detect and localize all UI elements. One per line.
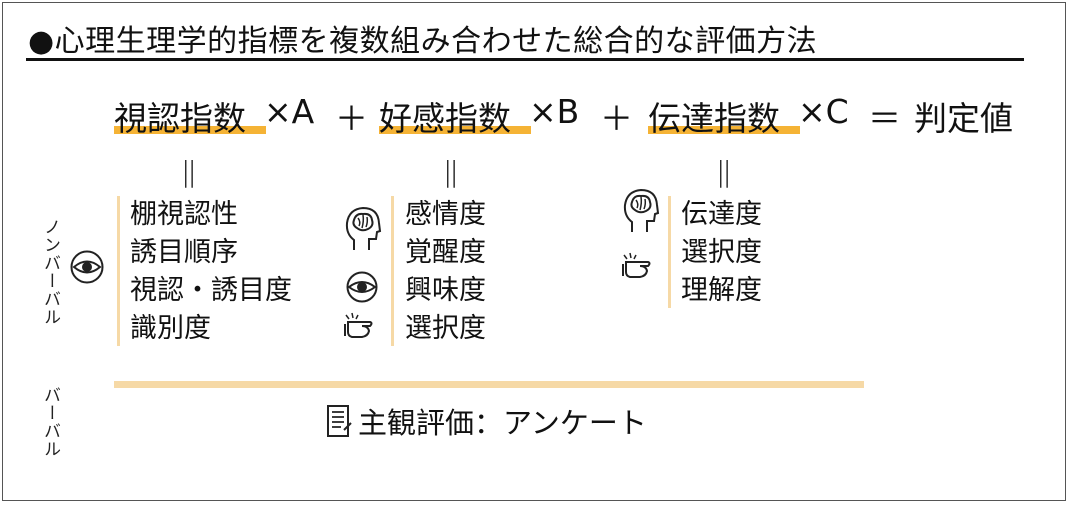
title-underline — [26, 58, 1024, 61]
list-item: 棚視認性 — [130, 199, 238, 230]
list-item: 興味度 — [405, 275, 486, 306]
pointing-hand-icon — [622, 252, 651, 278]
list-item: 誘目順序 — [130, 237, 238, 268]
brain-head-icon — [623, 188, 660, 232]
term3-highlight — [648, 126, 800, 134]
term1-highlight — [114, 126, 266, 134]
eye-icon — [70, 250, 104, 284]
formula-term-visibility: 視認指数 — [114, 99, 246, 138]
verbal-label: バーバル — [40, 386, 60, 458]
document-icon — [327, 405, 352, 437]
brain-head-icon — [345, 206, 382, 250]
formula-term-liking: 好感指数 — [379, 99, 511, 138]
list-item: 伝達度 — [681, 199, 762, 230]
col1-bracket — [117, 196, 120, 346]
formula-equals: ＝ — [868, 99, 901, 138]
formula-term-communication: 伝達指数 — [648, 99, 780, 138]
equivalence-mark-2: || — [443, 155, 459, 188]
formula-mult-a: ×A — [264, 92, 315, 131]
col2-bracket — [391, 196, 394, 346]
term2-highlight — [379, 126, 531, 134]
formula-mult-b: ×B — [529, 92, 580, 131]
formula-mult-c: ×C — [798, 92, 849, 131]
list-item: 識別度 — [130, 313, 211, 344]
formula-result: 判定値 — [914, 99, 1013, 138]
col1-list: 棚視認性 誘目順序 視認・誘目度 識別度 — [130, 196, 292, 348]
list-item: 選択度 — [405, 313, 486, 344]
col3-list: 伝達度 選択度 理解度 — [681, 196, 762, 310]
formula-plus-1: ＋ — [335, 99, 368, 138]
list-item: 選択度 — [681, 237, 762, 268]
equivalence-mark-3: || — [716, 155, 732, 188]
equivalence-mark-1: || — [181, 155, 197, 188]
list-item: 覚醒度 — [405, 237, 486, 268]
pointing-hand-icon — [344, 312, 373, 338]
verbal-divider-bar — [114, 381, 864, 388]
formula-plus-2: ＋ — [600, 99, 633, 138]
slide-title: ●心理生理学的指標を複数組み合わせた総合的な評価方法 — [28, 24, 818, 59]
list-item: 理解度 — [681, 275, 762, 306]
nonverbal-label: ノンバーバル — [40, 218, 60, 326]
list-item: 視認・誘目度 — [130, 275, 292, 306]
subjective-survey-label: 主観評価：アンケート — [358, 406, 647, 440]
col3-bracket — [668, 196, 671, 308]
list-item: 感情度 — [405, 199, 486, 230]
eye-icon — [346, 271, 378, 303]
col2-list: 感情度 覚醒度 興味度 選択度 — [405, 196, 486, 348]
